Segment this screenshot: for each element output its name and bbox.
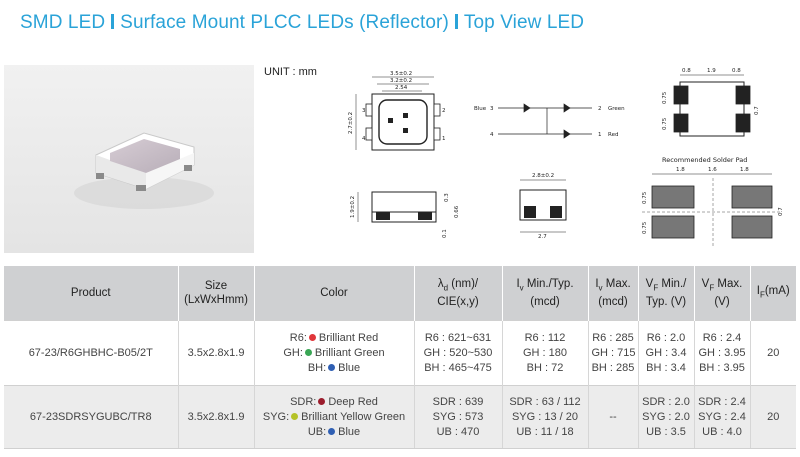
recommended-solder-pad: Recommended Solder Pad 1.8 1.6 1.8 0.75 … [642, 156, 784, 246]
pin-label-4: 4 [362, 136, 366, 142]
blue-dot-icon [328, 363, 336, 371]
dim-height-2-7: 2.7±0.2 [348, 112, 354, 134]
spec-table: Product Size(LxWxHmm) Color λd (nm)/CIE(… [4, 266, 796, 449]
red-dot-icon [308, 333, 316, 341]
pad-dim-right: 0.8 [732, 68, 741, 74]
package-top-view: 3.5±0.2 3.2±0.2 2.54 3 2 4 1 2.7±0.2 [348, 71, 446, 151]
yellow-green-dot-icon [291, 412, 299, 420]
circuit-num-4: 4 [490, 132, 494, 138]
unit-label: UNIT : mm [264, 66, 317, 78]
green-dot-icon [304, 348, 312, 356]
circuit-label-blue: Blue [474, 106, 487, 112]
title-part-plcc: Surface Mount PLCC LEDs (Reflector) [120, 12, 449, 33]
color-entry: UB:Blue [307, 425, 361, 438]
pad-layout: 0.8 1.9 0.8 0.75 0.75 0.7 [662, 68, 760, 137]
end-dim-2-8: 2.8±0.2 [532, 173, 554, 179]
title-part-smd: SMD LED [20, 12, 106, 33]
circuit-diagram: Blue 3 2 Green 4 1 Red [474, 103, 625, 139]
pad-dim-h2: 0.75 [662, 117, 668, 130]
circuit-num-3: 3 [490, 106, 494, 112]
header-if: IF(mA) [750, 266, 796, 321]
led-product-photo [4, 65, 254, 253]
package-side-view: 1.9±0.2 0.3 0.66 0.1 [350, 191, 460, 238]
pin-label-2: 2 [442, 108, 446, 114]
solder-pad-title: Recommended Solder Pad [662, 156, 747, 164]
side-dim-0-66: 0.66 [454, 205, 460, 218]
blue-dot-icon [328, 427, 336, 435]
color-entry: SDR:Deep Red [290, 395, 378, 408]
table-header-row: Product Size(LxWxHmm) Color λd (nm)/CIE(… [4, 266, 796, 321]
circuit-num-1: 1 [598, 132, 602, 138]
header-vf-min-typ: VF Min./Typ. (V) [638, 266, 695, 321]
pad-dim-h1: 0.75 [662, 91, 668, 104]
color-entry: SYG:Brilliant Yellow Green [262, 410, 406, 423]
header-product: Product [4, 266, 179, 321]
pad-dim-h3: 0.7 [754, 106, 760, 115]
circuit-num-2: 2 [598, 106, 602, 112]
dim-width-2-54: 2.54 [395, 85, 408, 91]
pin-label-1: 1 [442, 136, 446, 142]
cell-color: SDR:Deep Red SYG:Brilliant Yellow Green … [254, 385, 415, 449]
cell-product: 67-23SDRSYGUBC/TR8 [4, 385, 179, 449]
header-iv-min-typ: Iv Min./Typ.(mcd) [502, 266, 589, 321]
header-color: Color [254, 266, 415, 321]
dim-width-3-5: 3.5±0.2 [390, 71, 412, 77]
solder-dim-h1: 0.75 [642, 191, 648, 204]
led-photo-illustration [74, 132, 214, 209]
pad-dim-mid: 1.9 [707, 68, 716, 74]
side-dim-0-3: 0.3 [444, 193, 450, 202]
solder-dim-right: 1.8 [740, 167, 749, 173]
circuit-label-green: Green [608, 106, 625, 112]
circuit-label-red: Red [608, 132, 618, 138]
side-dim-1-9: 1.9±0.2 [350, 196, 356, 218]
table-row: 67-23/R6GHBHC-B05/2T 3.5x2.8x1.9 R6:Bril… [4, 320, 796, 386]
cell-size: 3.5x2.8x1.9 [178, 320, 255, 386]
cell-color: R6:Brilliant Red GH:Brilliant Green BH:B… [254, 320, 415, 386]
page-title: SMD LED Surface Mount PLCC LEDs (Reflecto… [20, 12, 584, 34]
package-end-view: 2.8±0.2 2.7 [519, 173, 567, 240]
header-vf-max: VF Max.(V) [694, 266, 751, 321]
technical-drawings: 3.5±0.2 3.2±0.2 2.54 3 2 4 1 2.7±0.2 Blu… [348, 68, 784, 246]
color-entry: GH:Brilliant Green [283, 346, 385, 359]
title-separator [111, 14, 115, 29]
side-dim-0-1: 0.1 [442, 229, 448, 238]
dim-width-3-2: 3.2±0.2 [390, 78, 412, 84]
cell-if: 20 [750, 320, 796, 386]
end-dim-2-7: 2.7 [538, 234, 547, 240]
cell-if: 20 [750, 385, 796, 449]
pad-dim-left: 0.8 [682, 68, 691, 74]
header-iv-max: Iv Max.(mcd) [588, 266, 639, 321]
deep-red-dot-icon [318, 397, 326, 405]
cell-product: 67-23/R6GHBHC-B05/2T [4, 320, 179, 386]
solder-dim-h3: 0.7 [778, 207, 784, 216]
header-size: Size(LxWxHmm) [178, 266, 255, 321]
cell-iv-max: -- [588, 385, 639, 449]
color-entry: R6:Brilliant Red [289, 331, 379, 344]
solder-dim-h2: 0.75 [642, 221, 648, 234]
solder-dim-mid: 1.6 [708, 167, 717, 173]
header-wavelength: λd (nm)/CIE(x,y) [414, 266, 503, 321]
title-separator [454, 14, 458, 29]
pin-label-3: 3 [362, 108, 366, 114]
solder-dim-left: 1.8 [676, 167, 685, 173]
color-entry: BH:Blue [307, 361, 361, 374]
cell-size: 3.5x2.8x1.9 [178, 385, 255, 449]
table-row: 67-23SDRSYGUBC/TR8 3.5x2.8x1.9 SDR:Deep … [4, 385, 796, 449]
title-part-topview: Top View LED [463, 12, 585, 33]
